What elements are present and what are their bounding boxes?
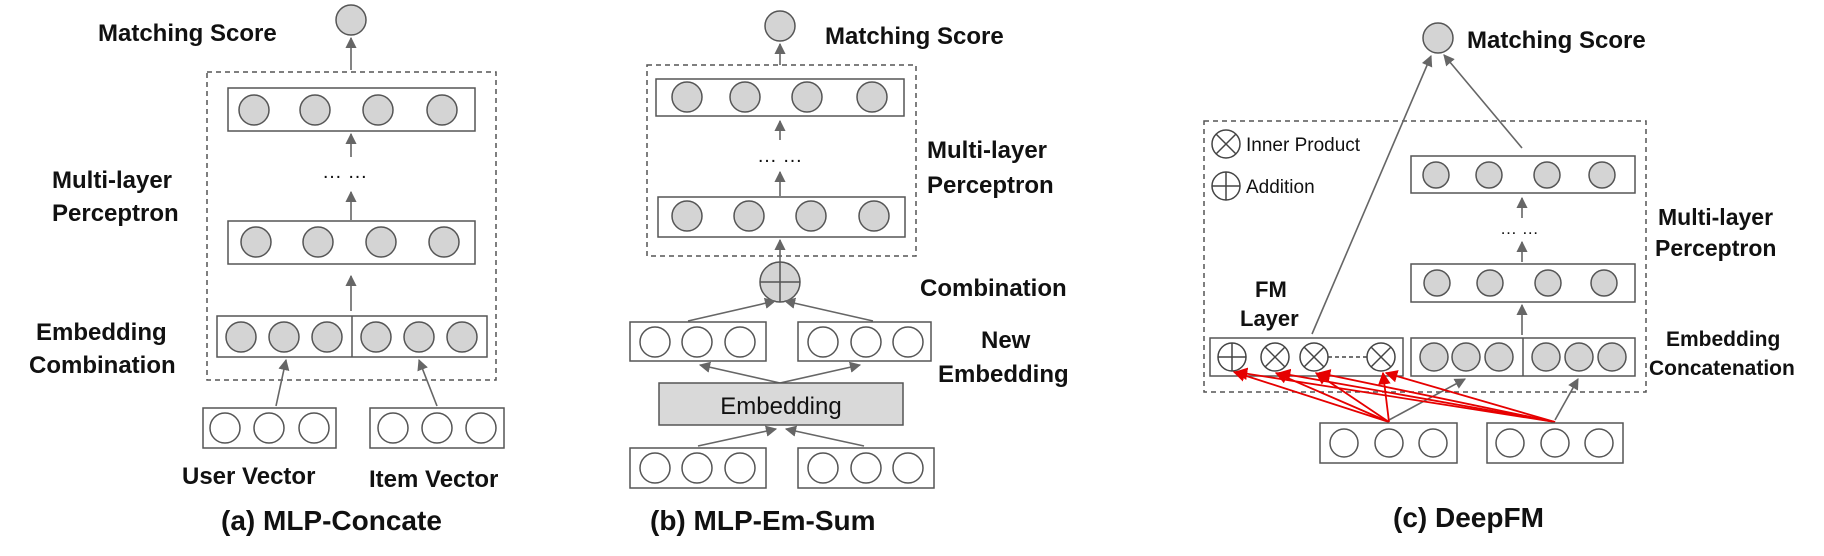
input-field-right bbox=[1486, 422, 1624, 464]
panel-c-deepfm: Matching Score Inner Product Addition … … bbox=[1203, 22, 1795, 533]
legend-inner-product: Inner Product bbox=[1246, 135, 1361, 156]
matching-score-node bbox=[764, 10, 796, 42]
input-vector-right bbox=[797, 447, 935, 489]
inner-product-operator-icon bbox=[1299, 342, 1329, 372]
item-vector bbox=[369, 407, 505, 449]
inner-product-operator-icon bbox=[1260, 342, 1290, 372]
caption-a: (a) MLP-Concate bbox=[221, 505, 442, 536]
mlp-bottom-layer bbox=[227, 220, 476, 265]
caption-b: (b) MLP-Em-Sum bbox=[650, 505, 876, 536]
caption-c: (c) DeepFM bbox=[1393, 502, 1544, 533]
embedding-box-label: Embedding bbox=[720, 393, 841, 420]
matching-score-node bbox=[1422, 22, 1454, 54]
matching-score-node bbox=[335, 4, 367, 36]
mlp-bottom-layer bbox=[657, 196, 906, 238]
matching-score-label: Matching Score bbox=[825, 23, 1004, 50]
fm-layer bbox=[1209, 337, 1404, 377]
mlp-top-layer bbox=[227, 87, 476, 132]
user-vector bbox=[202, 407, 337, 449]
embedding-combination-layer bbox=[216, 315, 488, 358]
inner-product-legend-icon bbox=[1211, 129, 1241, 159]
panel-b-mlp-em-sum: Matching Score … … Multi-layer Perceptro… bbox=[629, 10, 1069, 536]
new-embedding-label: New Embedding bbox=[938, 327, 1069, 388]
mlp-top-layer bbox=[655, 78, 905, 117]
combination-label: Combination bbox=[920, 275, 1067, 302]
ellipsis: … … bbox=[757, 145, 803, 167]
input-vector-left bbox=[629, 447, 767, 489]
item-vector-label: Item Vector bbox=[369, 466, 498, 493]
new-embedding-left bbox=[629, 321, 767, 362]
mlp-dashed-box bbox=[646, 64, 917, 257]
input-field-left bbox=[1319, 422, 1458, 464]
mlp-label: Multi-layer Perceptron bbox=[52, 167, 179, 227]
fm-layer-label: FM Layer bbox=[1240, 277, 1299, 331]
matching-score-label: Matching Score bbox=[1467, 27, 1646, 54]
sum-operator-icon bbox=[759, 261, 801, 303]
addition-legend-icon bbox=[1211, 171, 1241, 201]
ellipsis: … … bbox=[1500, 219, 1539, 238]
inner-product-operator-icon bbox=[1366, 342, 1396, 372]
mlp-label: Multi-layer Perceptron bbox=[927, 137, 1054, 199]
model-dashed-box bbox=[1203, 120, 1647, 393]
addition-operator-icon bbox=[1217, 342, 1247, 372]
legend-addition: Addition bbox=[1246, 177, 1315, 198]
new-embedding-right bbox=[797, 321, 932, 362]
user-vector-label: User Vector bbox=[182, 463, 315, 490]
ellipsis: … … bbox=[322, 161, 368, 183]
fm-interaction-arrows bbox=[1232, 367, 1556, 423]
mlp-dashed-box bbox=[206, 71, 497, 381]
panel-a-mlp-concate: Matching Score … … Multi-layer Perceptro… bbox=[29, 4, 505, 536]
embedding-concatenation-label: Embedding Concatenation bbox=[1649, 328, 1795, 380]
embedding-concatenation-layer bbox=[1410, 337, 1636, 377]
mlp-label: Multi-layer Perceptron bbox=[1655, 204, 1779, 261]
mlp-top-layer bbox=[1410, 155, 1636, 194]
mlp-bottom-layer bbox=[1410, 263, 1636, 303]
embedding-combination-label: Embedding Combination bbox=[29, 319, 176, 379]
matching-score-label: Matching Score bbox=[98, 20, 277, 47]
embedding-box bbox=[658, 382, 904, 426]
